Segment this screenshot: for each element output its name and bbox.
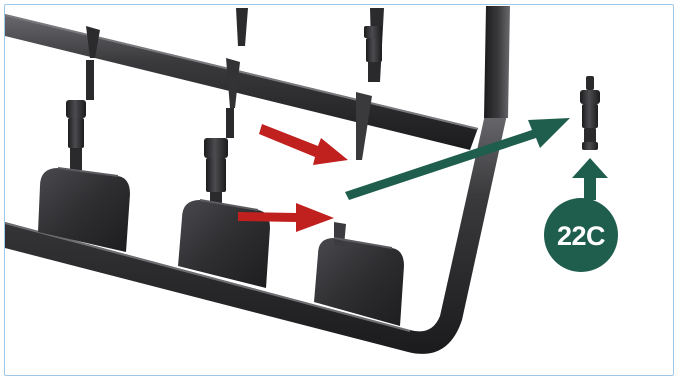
sprue-vertical-rail <box>484 6 510 118</box>
part-label: 22C <box>557 221 605 251</box>
part-label-badge: 22C <box>544 198 618 272</box>
sprue-gates <box>86 8 384 160</box>
arrow-right-icon <box>259 124 348 165</box>
arrow-up-icon <box>572 158 608 200</box>
part-22c <box>580 76 600 150</box>
